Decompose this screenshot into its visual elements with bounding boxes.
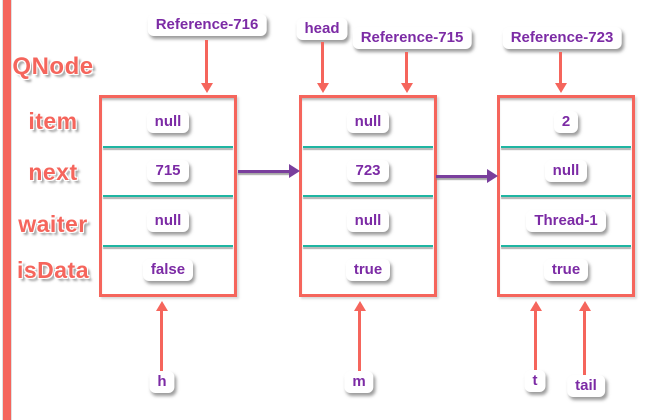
node-value-item: 2	[553, 110, 579, 133]
bottom-pointer-label-t: t	[524, 370, 546, 392]
field-label-item: item	[28, 108, 78, 134]
node-row-next: 723	[302, 148, 434, 196]
next-arrow-715-to-723	[436, 169, 498, 183]
bottom-pointer-label-h: h	[149, 371, 175, 393]
top-pointer-label-head: head	[296, 18, 348, 40]
up-arrow-h	[155, 301, 168, 371]
row-separator	[303, 195, 433, 197]
field-label-isdata: isData	[16, 257, 90, 283]
node-row-waiter: Thread-1	[500, 197, 632, 245]
node-value-isdata: false	[142, 259, 194, 282]
node-row-item: null	[102, 98, 234, 146]
node-row-isdata: true	[302, 247, 434, 295]
row-separator	[501, 145, 631, 148]
class-label: QNode	[12, 53, 94, 80]
bottom-pointer-label-tail: tail	[567, 375, 605, 397]
node-box-723: 2 null Thread-1 true	[497, 95, 635, 297]
node-value-next: 723	[347, 160, 389, 183]
node-value-waiter: null	[346, 209, 390, 232]
row-separator	[501, 244, 631, 247]
field-label-next: next	[28, 159, 78, 185]
row-separator	[103, 244, 233, 247]
node-value-item: null	[146, 110, 190, 133]
node-value-next: null	[544, 160, 588, 183]
node-box-716: null 715 null false	[99, 95, 237, 297]
down-arrow-head	[316, 42, 329, 93]
left-accent-bar	[2, 0, 12, 420]
node-row-waiter: null	[102, 197, 234, 245]
up-arrow-m	[353, 301, 366, 371]
node-value-next: 715	[147, 160, 189, 183]
node-row-next: null	[500, 148, 632, 196]
field-label-waiter: waiter	[18, 211, 88, 237]
down-arrow-reference-716	[200, 40, 213, 93]
top-pointer-label-reference-716: Reference-716	[147, 14, 267, 36]
node-value-isdata: true	[345, 259, 391, 282]
node-row-waiter: null	[302, 197, 434, 245]
node-box-715: null 723 null true	[299, 95, 437, 297]
up-arrow-tail	[578, 301, 591, 375]
row-separator	[303, 145, 433, 148]
node-value-waiter: Thread-1	[526, 209, 606, 232]
up-arrow-t	[529, 301, 542, 370]
node-row-item: null	[302, 98, 434, 146]
row-separator	[103, 195, 233, 197]
next-arrow-716-to-715	[238, 164, 300, 178]
node-row-isdata: false	[102, 247, 234, 295]
row-separator	[303, 244, 433, 247]
row-separator	[501, 195, 631, 197]
top-pointer-label-reference-715: Reference-715	[352, 27, 472, 49]
down-arrow-reference-723	[554, 52, 567, 93]
bottom-pointer-label-m: m	[344, 371, 374, 393]
row-separator	[103, 145, 233, 148]
node-value-isdata: true	[543, 259, 589, 282]
node-value-item: null	[346, 110, 390, 133]
down-arrow-reference-715	[400, 52, 413, 93]
node-value-waiter: null	[146, 209, 190, 232]
node-row-item: 2	[500, 98, 632, 146]
top-pointer-label-reference-723: Reference-723	[502, 27, 622, 49]
node-row-next: 715	[102, 148, 234, 196]
node-row-isdata: true	[500, 247, 632, 295]
